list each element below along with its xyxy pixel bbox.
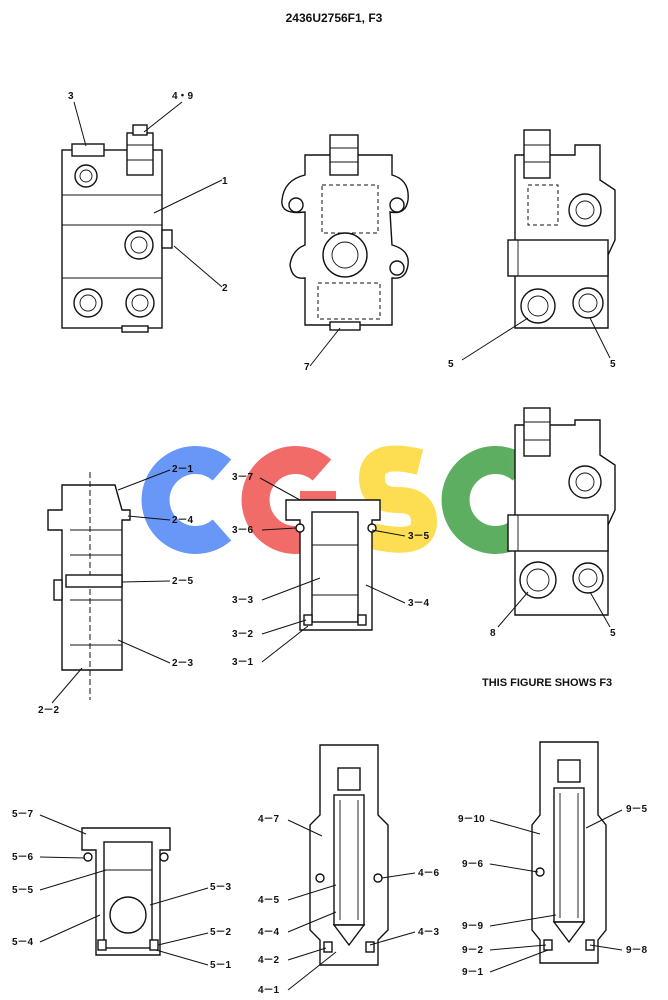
callout-1: 1 [222,176,228,187]
side-port [322,232,368,278]
callout-3-3: 3－3 [232,595,254,606]
callout-5-right: 5 [610,359,616,370]
callout-9-10: 9－10 [458,814,485,825]
rear-body-outline [514,144,616,329]
callout-5-7: 5－7 [12,809,34,820]
rear-plate [507,239,609,277]
callout-9-1: 9－1 [462,967,484,978]
top-boss [71,143,105,157]
adapter-fitting [126,132,154,176]
callout-2-2: 2－2 [38,705,60,716]
view-f3-rear: 8 5 [490,407,616,639]
f3-plate [507,514,609,552]
view-section-2: 2－1 2－4 2－5 2－3 2－2 [38,464,194,716]
callout-9-8: 9－8 [626,945,648,956]
callout-4-3: 4－3 [418,927,440,938]
f3-port-right [572,562,604,594]
view-top-left-valve-body: 3 4・9 1 2 [61,91,228,333]
port-lower-left [73,288,103,318]
callout-2: 2 [222,283,228,294]
callout-2-3: 2－3 [172,658,194,669]
callout-4-1: 4－1 [258,985,280,996]
section-9-stem [553,787,585,923]
callout-4-5: 4－5 [258,895,280,906]
drawing-title: 2436U2756F1, F3 [286,11,383,25]
callout-3-7: 3－7 [232,472,254,483]
callout-5-5: 5－5 [12,885,34,896]
callout-5-f3: 5 [610,628,616,639]
callout-4-9: 4・9 [172,91,194,102]
callout-3-4: 3－4 [408,598,430,609]
side-adapter [329,134,359,176]
section-5-piston [103,841,153,949]
view-section-4: 4－7 4－6 4－5 4－4 4－3 4－2 4－1 [258,744,440,996]
callout-4-4: 4－4 [258,927,280,938]
port-lower-right [125,288,155,318]
rear-adapter [523,129,551,179]
callout-9-9: 9－9 [462,921,484,932]
section-9-nut [557,759,581,783]
callout-8: 8 [490,628,496,639]
view-section-9: 9－10 9－5 9－6 9－9 9－2 9－8 9－1 [458,741,648,978]
callout-2-5: 2－5 [172,576,194,587]
callout-4-2: 4－2 [258,955,280,966]
figure-note: THIS FIGURE SHOWS F3 [482,677,612,689]
callout-5-1: 5－1 [210,960,232,971]
section-5-ball [109,896,147,934]
callout-4-7: 4－7 [258,814,280,825]
watermark-letter-c2 [441,446,532,554]
callout-9-5: 9－5 [626,804,648,815]
callout-5-2: 5－2 [210,927,232,938]
f3-adapter [523,407,551,457]
view-top-right-rear: 5 5 [448,129,616,370]
watermark-letter-s [358,445,438,553]
callout-2-4: 2－4 [172,515,194,526]
view-section-5: 5－7 5－6 5－5 5－3 5－4 5－2 5－1 [12,809,232,971]
rear-port-right [572,287,604,319]
callout-9-2: 9－2 [462,945,484,956]
callout-3: 3 [68,91,74,102]
side-plug [161,229,173,249]
callout-9-6: 9－6 [462,859,484,870]
section-4-nut [337,767,361,791]
callout-3-2: 3－2 [232,629,254,640]
section-3-spool [311,511,359,623]
callout-3-6: 3－6 [232,525,254,536]
callout-5-3: 5－3 [210,882,232,893]
callout-2-1: 2－1 [172,464,194,475]
callout-4-6: 4－6 [418,868,440,879]
view-section-3: 3－7 3－6 3－5 3－3 3－4 3－2 3－1 [232,472,430,668]
callout-5-6: 5－6 [12,852,34,863]
f3-port-left [519,561,557,599]
port-top [74,164,98,188]
rear-port-left [520,288,556,324]
view-top-middle-side: 7 [281,134,409,373]
callout-3-1: 3－1 [232,657,254,668]
section-4-stem [333,794,365,926]
watermark-letter-c1 [141,446,232,554]
callout-5-left: 5 [448,359,454,370]
callout-3-5: 3－5 [408,531,430,542]
callout-7: 7 [304,362,310,373]
port-middle [124,230,154,260]
callout-5-4: 5－4 [12,937,34,948]
